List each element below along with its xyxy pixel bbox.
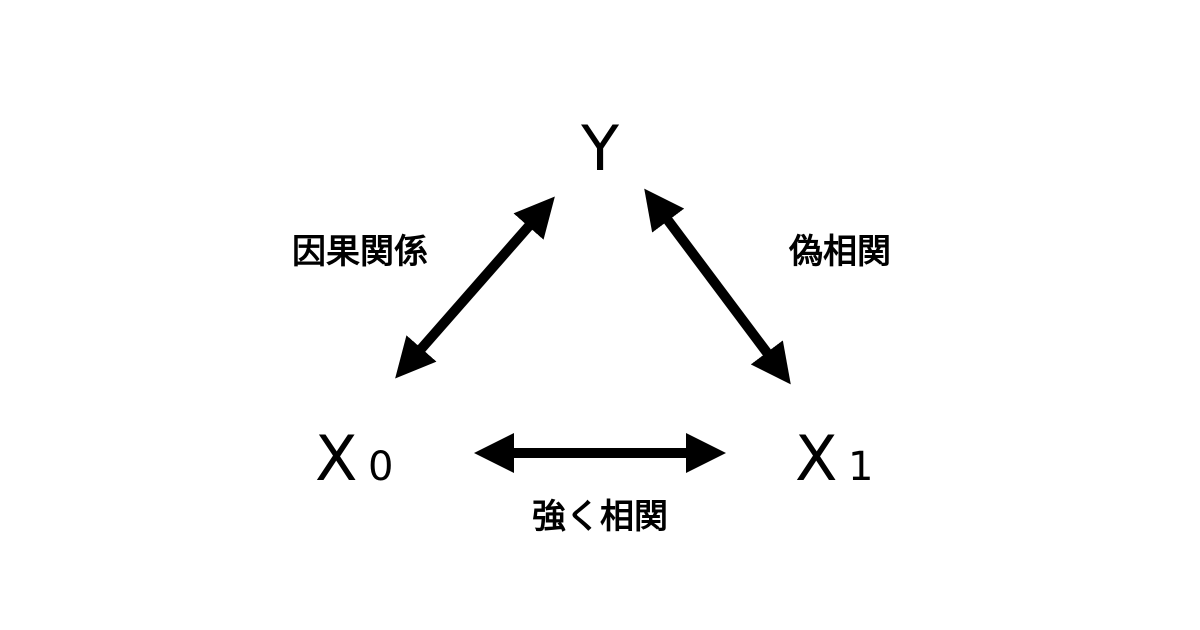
node-x1-subscript: 1 <box>848 444 873 490</box>
node-x0: X 0 <box>315 422 393 495</box>
edge-label-spurious: 偽相関 <box>788 232 891 272</box>
node-x0-subscript: 0 <box>368 444 393 490</box>
node-x1: X 1 <box>795 422 873 495</box>
node-y: Y <box>580 112 619 185</box>
node-x1-label: X <box>795 422 837 495</box>
edge-label-strong-correlation: 強く相関 <box>532 497 668 537</box>
edge-label-causal: 因果関係 <box>292 232 428 272</box>
arrow-x1-y <box>644 188 791 385</box>
arrow-x0-y <box>395 196 555 379</box>
node-x0-label: X <box>315 422 357 495</box>
